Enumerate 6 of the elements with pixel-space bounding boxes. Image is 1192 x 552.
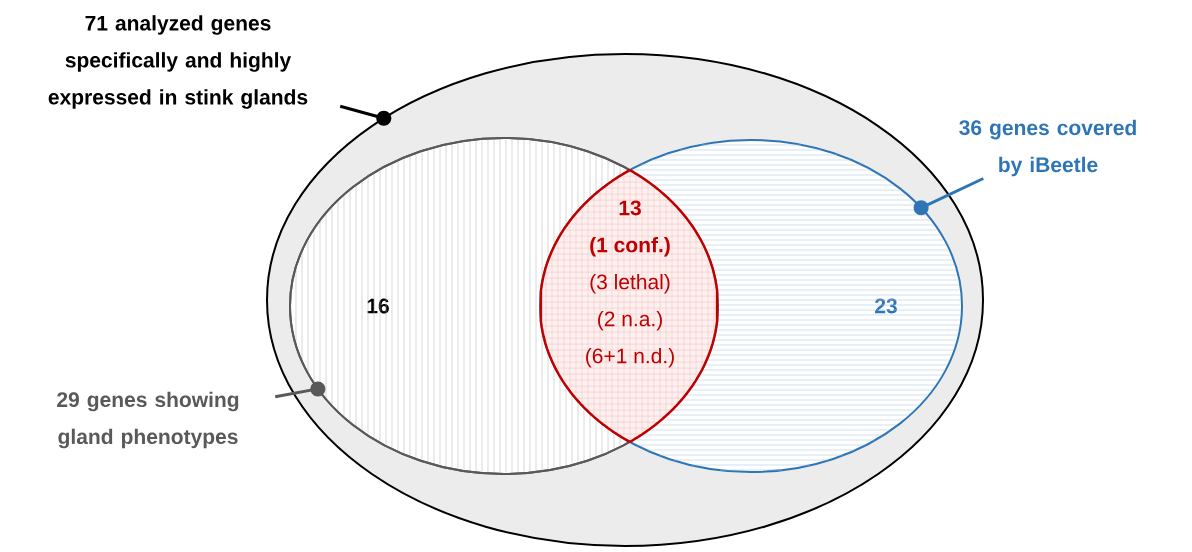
- annotation-text: 71 analyzed genes specifically and highly expressed in stink glands: [48, 15, 308, 109]
- venn-intersection-lens: 13 (1 conf.) (3 lethal) (2 n.a.) (6+1 n.d.): [539, 168, 719, 444]
- leader-line: [913, 177, 984, 216]
- leader-line: [274, 381, 326, 399]
- leader-line: [339, 104, 392, 126]
- annotation-text: 29 genes showing gland phenotypes: [57, 391, 239, 449]
